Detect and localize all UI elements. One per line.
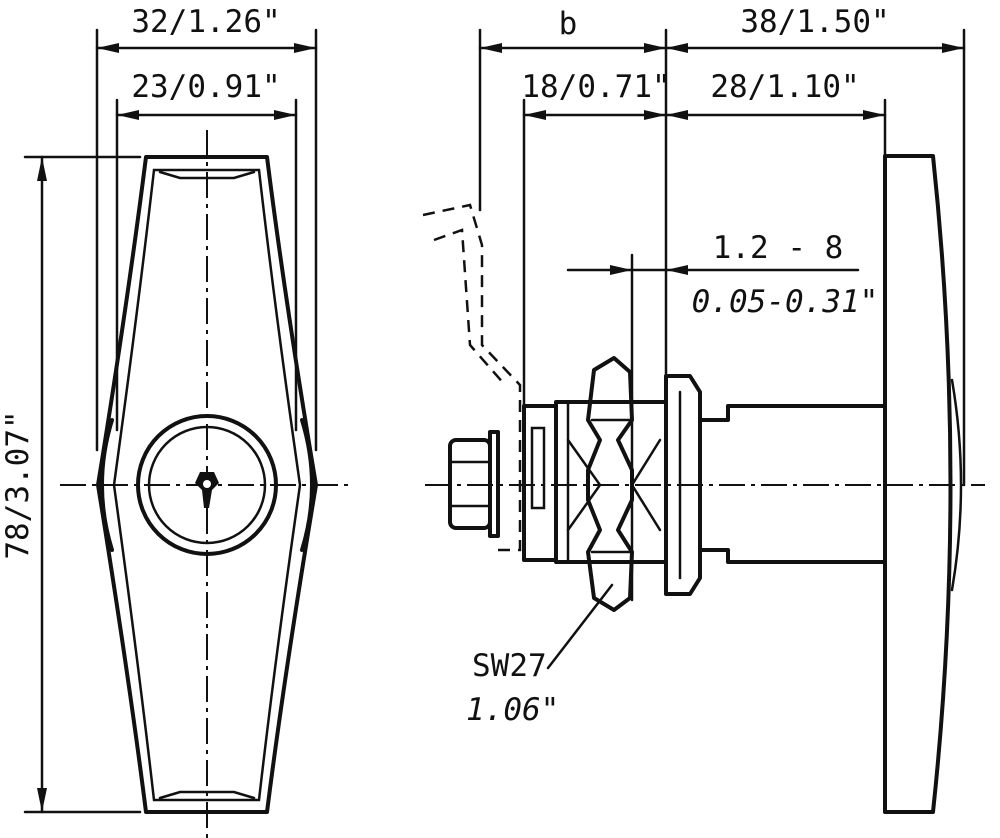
arrow-overall-width-right bbox=[294, 43, 316, 53]
arrow-grip-width-left bbox=[117, 110, 139, 120]
keyhole-icon bbox=[195, 472, 219, 508]
arrow-panel-range-right bbox=[666, 265, 688, 275]
arrow-handle-length-right bbox=[863, 110, 885, 120]
side-view: b 38/1.50" 18/0.71" 28/1.10" 1.2 - 8 0.0… bbox=[422, 4, 985, 814]
arrow-grip-width-right bbox=[274, 110, 296, 120]
rear-washer bbox=[488, 430, 500, 538]
front-top-recess bbox=[158, 170, 256, 180]
height-label: 78/3.07" bbox=[0, 410, 36, 559]
arrow-overall-width-left bbox=[97, 43, 119, 53]
arrow-b-right bbox=[644, 43, 666, 53]
front-view: 32/1.26" 23/0.91" 78/3.07" bbox=[0, 4, 350, 838]
cam-latch-outline bbox=[422, 203, 522, 552]
lock-cylinder-inner bbox=[147, 425, 267, 545]
cam-latch-inner bbox=[433, 228, 506, 386]
nut-size-mm-label: SW27 bbox=[472, 648, 547, 684]
flange bbox=[664, 374, 702, 596]
nut-size-in-label: 1.06" bbox=[466, 692, 559, 728]
arrow-handle-length-left bbox=[666, 110, 688, 120]
front-bottom-recess bbox=[158, 790, 256, 800]
front-handle-inner-outline bbox=[112, 168, 302, 802]
lock-cylinder-outer bbox=[136, 414, 278, 556]
arrow-shank-left bbox=[524, 110, 546, 120]
arrow-projection-left bbox=[666, 43, 688, 53]
grip-width-label: 23/0.91" bbox=[131, 69, 280, 105]
shank-label: 18/0.71" bbox=[521, 69, 670, 105]
handle-length-label: 28/1.10" bbox=[710, 69, 859, 105]
arrow-panel-range-left bbox=[610, 265, 632, 275]
cam-slot bbox=[530, 426, 546, 510]
projection-label: 38/1.50" bbox=[740, 4, 889, 40]
overall-width-label: 32/1.26" bbox=[131, 4, 280, 40]
arrow-shank-right bbox=[644, 110, 666, 120]
b-label: b bbox=[559, 6, 578, 42]
handle-side-edge bbox=[950, 378, 963, 592]
arrow-b-left bbox=[480, 43, 502, 53]
nut-size-leader bbox=[546, 583, 614, 670]
lock-body-housing bbox=[554, 400, 668, 564]
panel-range-mm-label: 1.2 - 8 bbox=[713, 230, 844, 266]
handle-side-profile bbox=[883, 154, 953, 814]
arrow-projection-right bbox=[942, 43, 964, 53]
arrow-height-bottom bbox=[37, 788, 47, 812]
arrow-height-top bbox=[37, 157, 47, 181]
panel-range-in-label: 0.05-0.31" bbox=[692, 284, 879, 320]
